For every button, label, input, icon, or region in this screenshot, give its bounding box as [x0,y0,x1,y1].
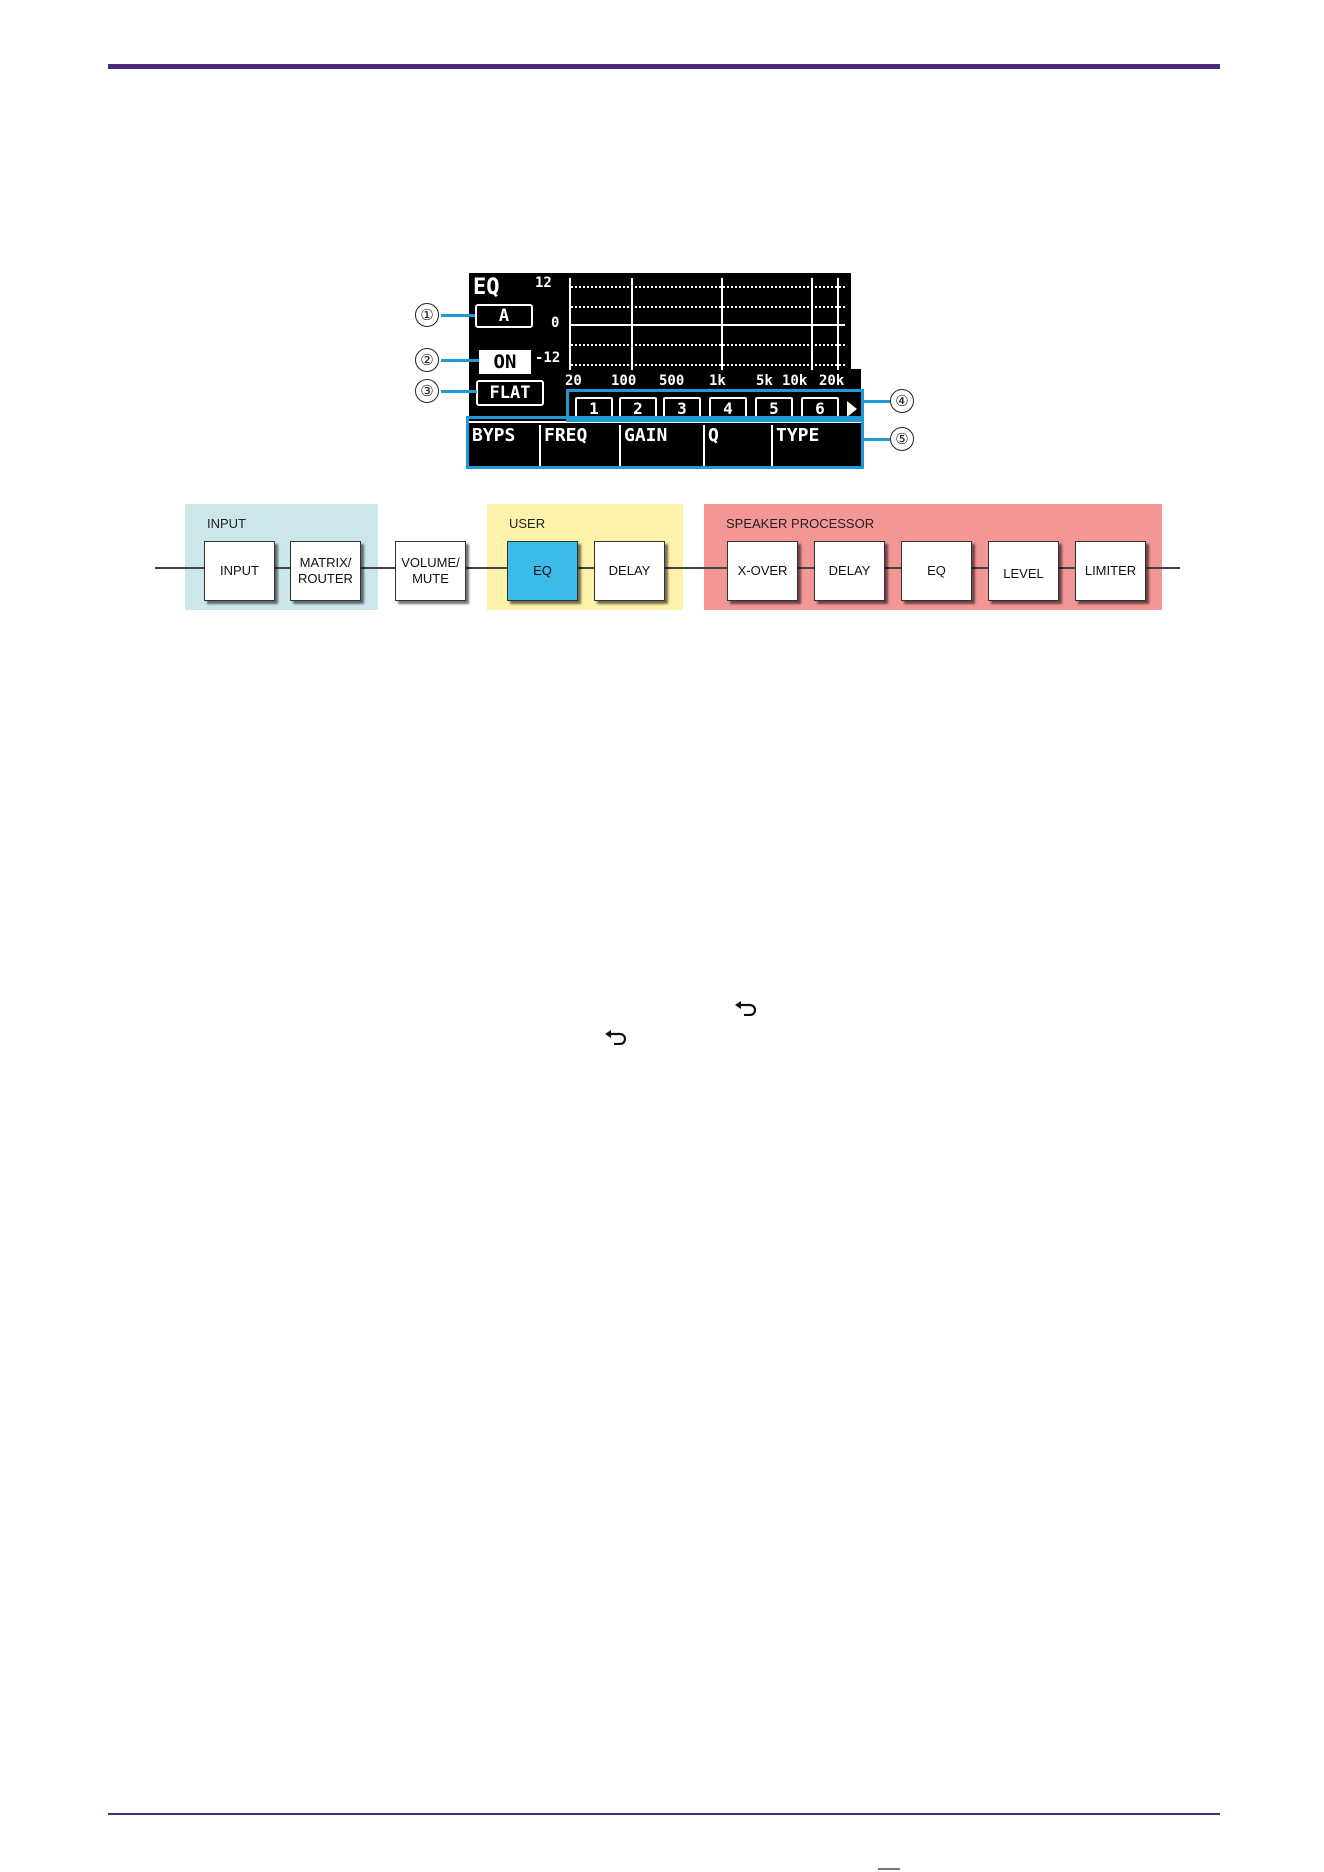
grid-vline [721,278,723,370]
section-user-label: USER [509,516,545,531]
block-user-delay[interactable]: DELAY [594,541,665,601]
section-speaker-label: SPEAKER PROCESSOR [726,516,874,531]
y-label-bottom: -12 [535,350,560,366]
block-sp-delay[interactable]: DELAY [814,541,885,601]
callout-line-2 [441,359,479,362]
header-rule [108,64,1220,69]
callout-1: ① [415,303,439,327]
freq-label: 100 [611,373,636,389]
block-matrix-router[interactable]: MATRIX/ ROUTER [290,541,361,601]
block-limiter[interactable]: LIMITER [1075,541,1146,601]
page-mark [878,1868,900,1870]
library-button[interactable]: A [475,304,533,328]
block-volume-mute[interactable]: VOLUME/ MUTE [395,541,466,601]
block-sp-eq[interactable]: EQ [901,541,972,601]
callout-line-5 [861,438,890,441]
eq-graph [569,278,845,370]
grid-line [571,364,845,366]
lcd-title: EQ [473,275,500,300]
callout-4: ④ [890,389,914,413]
callout-5: ⑤ [890,427,914,451]
y-label-top: 12 [535,275,552,291]
freq-label: 20 [565,373,582,389]
footer-rule [108,1813,1220,1815]
flat-button[interactable]: FLAT [476,380,544,406]
callout-line-1 [441,314,475,317]
grid-line [571,306,845,308]
callout-2: ② [415,348,439,372]
section-input-label: INPUT [207,516,246,531]
block-level[interactable]: LEVEL [988,541,1059,601]
grid-vline [811,278,813,370]
block-user-eq[interactable]: EQ [507,541,578,601]
return-icon [734,1000,760,1016]
callout-3: ③ [415,379,439,403]
freq-label: 10k [782,373,807,389]
zero-line [571,324,845,326]
eq-on-button[interactable]: ON [479,350,531,374]
block-input[interactable]: INPUT [204,541,275,601]
grid-vline [631,278,633,370]
grid-line [571,286,845,288]
graph-edge [851,273,861,369]
params-highlight [466,416,864,469]
freq-label: 5k [756,373,773,389]
y-label-mid: 0 [551,315,559,331]
return-icon [604,1029,630,1045]
freq-label: 20k [819,373,844,389]
block-x-over[interactable]: X-OVER [727,541,798,601]
callout-line-4 [861,400,890,403]
freq-label: 500 [659,373,684,389]
freq-label: 1k [709,373,726,389]
callout-line-3 [441,390,477,393]
grid-line [571,344,845,346]
grid-vline [837,278,839,370]
